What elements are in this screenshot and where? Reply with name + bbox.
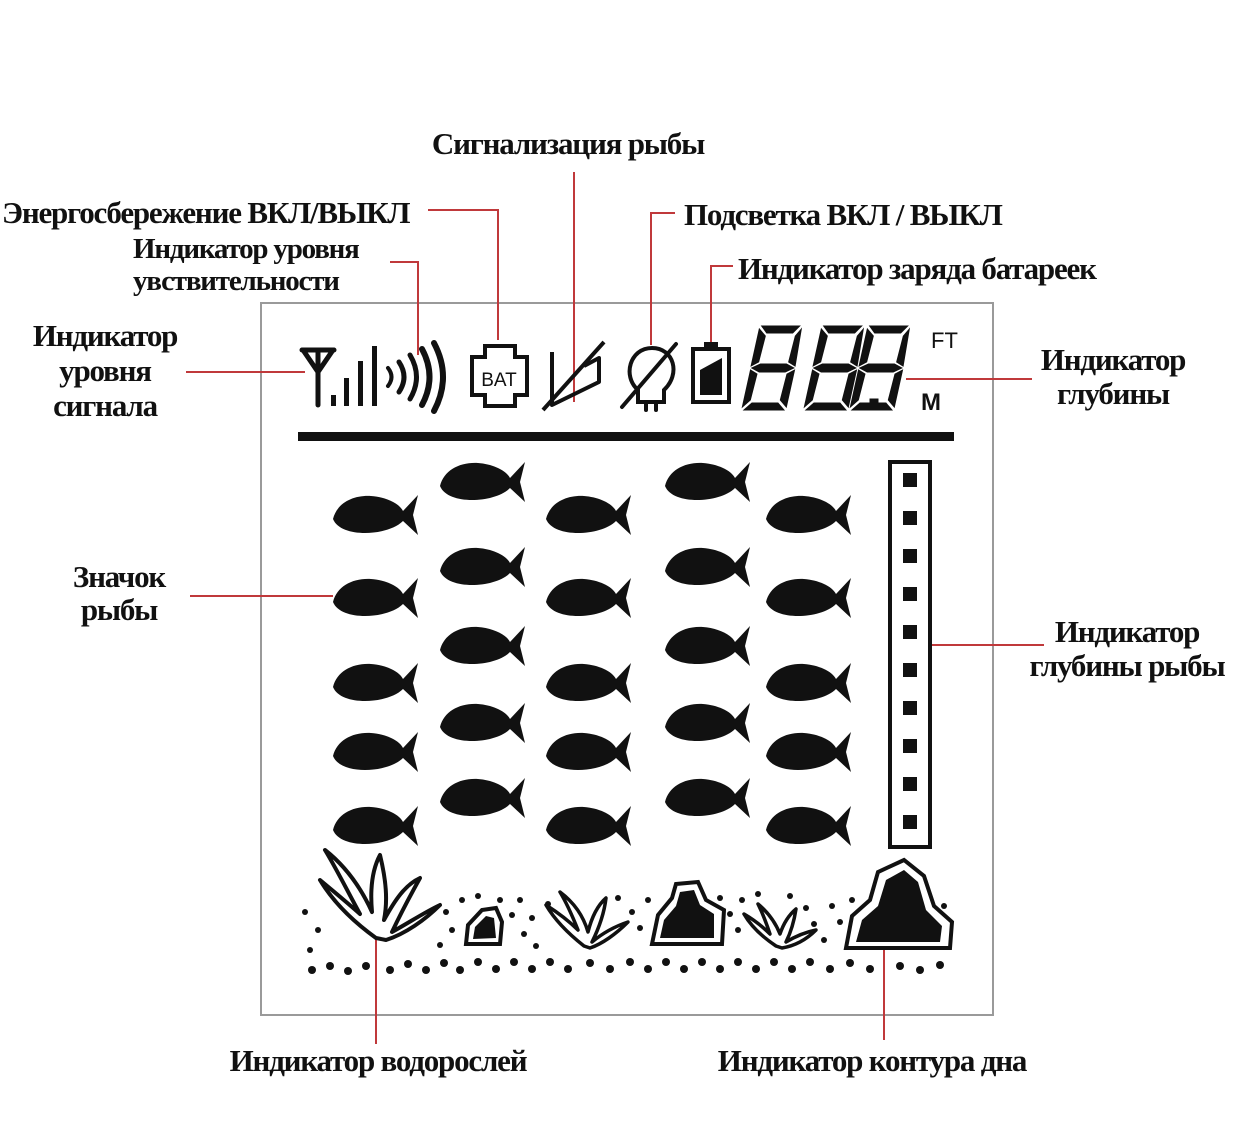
rock-icon (843, 857, 955, 950)
fish-column-2 (440, 462, 525, 818)
fish-icon (333, 732, 418, 772)
weed-icon (318, 848, 442, 942)
fish-depth-label-line1: Индикатор (1055, 614, 1199, 649)
fish-icon (440, 778, 525, 818)
fish-column-5 (766, 495, 851, 846)
power-save-label: Энергосбережение ВКЛ/ВЫКЛ (2, 195, 410, 230)
fish-icon (333, 663, 418, 703)
fish-icon (766, 663, 851, 703)
fish-icon (766, 732, 851, 772)
fish-depth-scale (888, 460, 932, 849)
bat-text: BAT (481, 370, 517, 391)
fish-icon (546, 578, 631, 618)
fish-icon (440, 626, 525, 666)
rock-icon (463, 905, 505, 946)
fish-icon (333, 495, 418, 535)
lcd-frame (260, 302, 994, 1016)
sensitivity-label-line1: Индикатор уровня (133, 233, 359, 265)
depth-label-line1: Индикатор (1041, 342, 1185, 377)
fish-icon (766, 578, 851, 618)
fish-icon (546, 806, 631, 846)
fish-depth-label-line2: глубины рыбы (1030, 648, 1226, 683)
fish-icon (440, 547, 525, 587)
fish-icon (665, 626, 750, 666)
digit-1 (741, 325, 803, 411)
fish-column-1 (333, 495, 418, 846)
unit-m: M (921, 389, 941, 416)
weeds-label: Индикатор водорослей (230, 1043, 528, 1078)
fish-icon (665, 778, 750, 818)
rock-icon (649, 879, 727, 946)
fish-alarm-label: Сигнализация рыбы (432, 126, 705, 161)
signal-bars-icon (331, 346, 377, 406)
signal-label-line1: Индикатор (33, 318, 177, 353)
fish-icon (546, 663, 631, 703)
fish-icon (665, 462, 750, 502)
unit-ft: FT (931, 328, 958, 353)
fish-icon (665, 703, 750, 743)
fish-icon (546, 732, 631, 772)
fish-grid (333, 462, 851, 846)
fish-icon-label-line1: Значок (73, 559, 166, 594)
weed-icon (544, 890, 630, 950)
fish-icon (546, 495, 631, 535)
divider-bar (298, 432, 954, 441)
fish-column-4 (665, 462, 750, 818)
bat-power-save-icon: BAT (470, 344, 529, 408)
signal-label-line2: уровня (59, 353, 151, 388)
antenna-icon (299, 347, 337, 408)
depth-digits (741, 325, 911, 411)
fish-icon-label-line2: рыбы (81, 592, 158, 627)
battery-label: Индикатор заряда батареек (738, 251, 1097, 286)
fish-icon (766, 806, 851, 846)
leader-lines (186, 172, 1044, 1044)
backlight-icon (620, 342, 678, 412)
fish-icon (440, 462, 525, 502)
weed-icon (742, 902, 818, 950)
fish-icon (766, 495, 851, 535)
fish-column-3 (546, 495, 631, 846)
sensitivity-arcs-icon (386, 340, 446, 414)
fish-icon (333, 806, 418, 846)
fish-icon (440, 703, 525, 743)
battery-icon (691, 342, 731, 404)
fish-icon (665, 547, 750, 587)
sensitivity-label-line2: увствительности (133, 265, 339, 297)
fish-icon (333, 578, 418, 618)
backlight-label: Подсветка ВКЛ / ВЫКЛ (684, 197, 1003, 232)
signal-label-line3: сигнала (53, 388, 159, 423)
depth-label-line2: глубины (1057, 376, 1170, 411)
bottom-contour-label: Индикатор контура дна (718, 1043, 1028, 1078)
fish-alarm-icon (541, 340, 606, 412)
